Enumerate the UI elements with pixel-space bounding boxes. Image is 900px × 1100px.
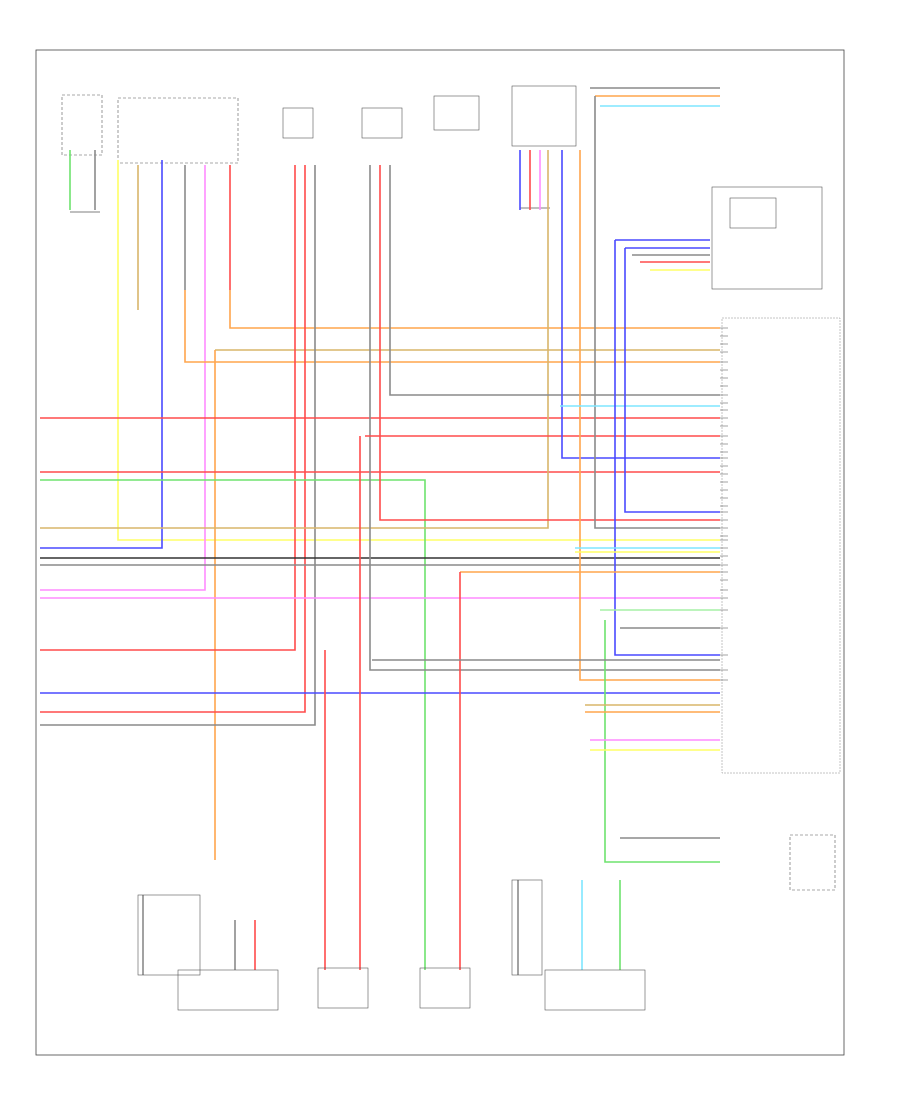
top-component-switch-c [433,95,480,131]
top-component-sensor-a [282,107,314,139]
bottom-component-6 [544,969,646,1011]
battery-sensor-inner [729,197,777,229]
diagram-frame [35,49,845,1056]
control-module [721,317,841,774]
bottom-component-3 [317,967,369,1009]
wire-red [40,165,296,651]
bottom-component-7 [789,834,836,891]
wire-orange [579,150,720,681]
wire-blue [561,150,720,459]
ground-icon [70,207,550,213]
wire-red [40,165,306,713]
top-component-motor [511,85,577,147]
wires [40,87,720,975]
module-pins [720,327,728,681]
wire-gray [40,165,316,726]
wire-blue [624,248,720,513]
battery-sensor-box [711,186,823,290]
wire-blue [40,160,163,549]
bottom-component-1 [137,894,201,976]
top-component-sensor-b [361,107,403,139]
wire-blue [614,240,720,656]
wire-gray [594,96,720,529]
wire-red [379,165,720,521]
wire-tan [40,150,549,529]
wire-yellow [117,160,720,541]
wire-pink [40,165,206,591]
wire-gray [389,165,720,396]
wire-gray [369,165,720,671]
wire-green [604,620,720,863]
bottom-component-5 [511,879,543,976]
wire-green [40,479,426,970]
top-component-left-sensor [61,94,103,156]
bottom-component-4 [419,967,471,1009]
top-component-switch-block [117,97,239,164]
wire-orange [184,290,720,363]
wire-orange [229,290,720,329]
bottom-component-2 [177,969,279,1011]
